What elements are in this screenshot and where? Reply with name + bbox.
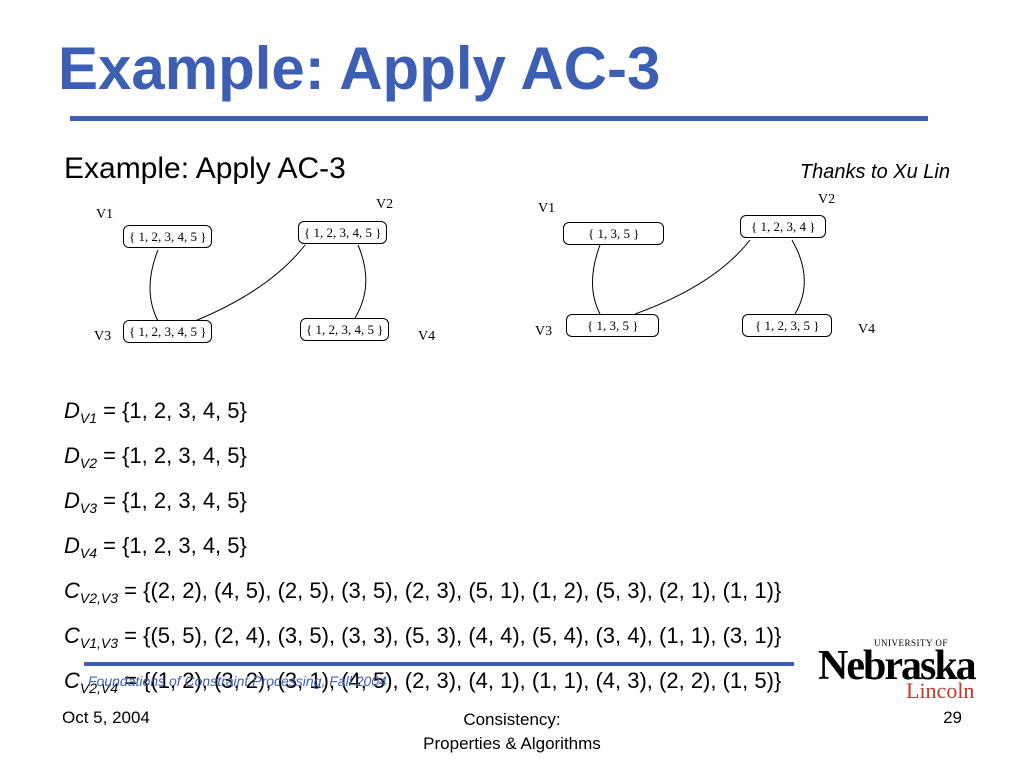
graph-before-edges bbox=[149, 244, 367, 322]
node-v1: { 1, 2, 3, 4, 5 } bbox=[123, 225, 213, 248]
v1-label: V1 bbox=[538, 201, 556, 216]
constraint-graph-before: V1 V2 V3 V4 { 1, 2, 3, 4, 5 } { 1, 2, 3,… bbox=[80, 190, 460, 355]
slide-subtitle: Example: Apply AC-3 bbox=[64, 152, 346, 185]
constraint-graph-after: V1 V2 V3 V4 { 1, 3, 5 } { 1, 2, 3, 4 } {… bbox=[520, 190, 900, 355]
footer-topic: Consistency: Properties & Algorithms bbox=[423, 710, 601, 753]
domain-row-v3: DV3 = {1, 2, 3, 4, 5} bbox=[64, 488, 247, 516]
node-v2: { 1, 2, 3, 4 } bbox=[740, 215, 827, 238]
v2-label: V2 bbox=[818, 192, 836, 207]
domain-row-v2: DV2 = {1, 2, 3, 4, 5} bbox=[64, 443, 247, 471]
course-name: Foundations of Constraint Processing, Fa… bbox=[88, 673, 387, 689]
domain-row-v1: DV1 = {1, 2, 3, 4, 5} bbox=[64, 398, 247, 426]
node-v1: { 1, 3, 5 } bbox=[563, 222, 665, 245]
node-v4: { 1, 2, 3, 4, 5 } bbox=[300, 318, 390, 341]
credit-note: Thanks to Xu Lin bbox=[799, 161, 950, 183]
edge-v2-v3 bbox=[634, 239, 751, 315]
constraint-row-v2-v3: CV2,V3 = {(2, 2), (4, 5), (2, 5), (3, 5)… bbox=[64, 578, 782, 606]
constraint-row-v2-v4: CV2,V4 = {(1, 2), (3, 2), (3, 1), (4, 5)… bbox=[64, 668, 782, 696]
v4-label: V4 bbox=[858, 322, 876, 337]
constraint-row-v1-v3: CV1,V3 = {(5, 5), (2, 4), (3, 5), (3, 3)… bbox=[64, 623, 782, 651]
v3-label: V3 bbox=[94, 329, 112, 344]
edge-v1-v3 bbox=[149, 249, 159, 322]
graph-after-edges bbox=[592, 239, 805, 315]
logo-main-text: Nebraska bbox=[818, 643, 977, 689]
page-number: 29 bbox=[943, 708, 962, 727]
footer-date: Oct 5, 2004 bbox=[62, 708, 150, 727]
title-underline bbox=[70, 116, 928, 121]
footer-rule bbox=[84, 662, 794, 666]
domain-row-v4: DV4 = {1, 2, 3, 4, 5} bbox=[64, 533, 247, 561]
edge-v1-v3 bbox=[592, 244, 601, 315]
v3-label: V3 bbox=[535, 324, 553, 339]
v4-label: V4 bbox=[418, 329, 436, 344]
edge-v2-v3 bbox=[194, 244, 306, 322]
university-logo: UNIVERSITY OF Nebraska Lincoln bbox=[818, 636, 977, 703]
node-v2: { 1, 2, 3, 4, 5 } bbox=[298, 221, 388, 244]
domain-constraint-list: DV1 = {1, 2, 3, 4, 5} DV2 = {1, 2, 3, 4,… bbox=[64, 392, 781, 707]
v2-label: V2 bbox=[376, 197, 394, 212]
v1-label: V1 bbox=[96, 207, 114, 222]
slide-title: Example: Apply AC-3 bbox=[58, 35, 661, 102]
node-v4: { 1, 2, 3, 5 } bbox=[742, 314, 833, 337]
edge-v2-v4 bbox=[791, 239, 805, 315]
node-v3: { 1, 3, 5 } bbox=[566, 314, 660, 337]
node-v3: { 1, 2, 3, 4, 5 } bbox=[123, 320, 213, 343]
logo-sub-text: Lincoln bbox=[906, 678, 975, 703]
edge-v2-v4 bbox=[354, 244, 367, 319]
logo-top-text: UNIVERSITY OF bbox=[874, 638, 948, 648]
